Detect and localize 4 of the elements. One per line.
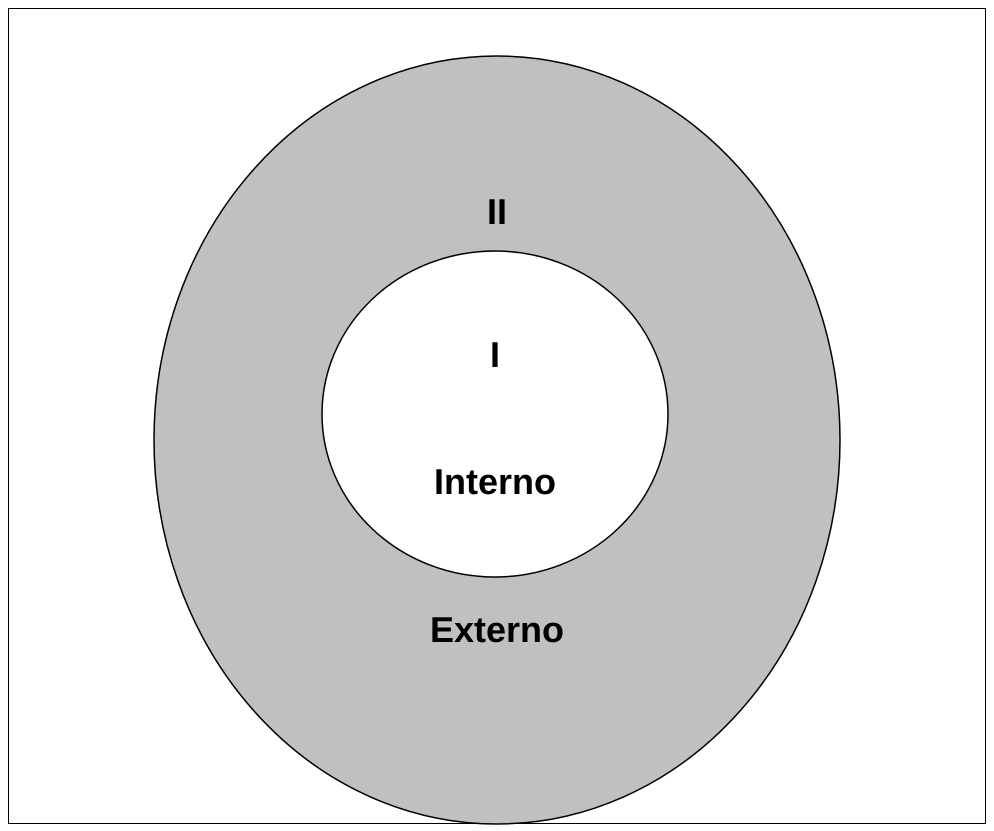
region-label: Interno xyxy=(434,461,556,503)
region-numeral: II xyxy=(486,191,507,233)
region-label: Externo xyxy=(430,609,564,651)
region-numeral: I xyxy=(490,334,500,376)
